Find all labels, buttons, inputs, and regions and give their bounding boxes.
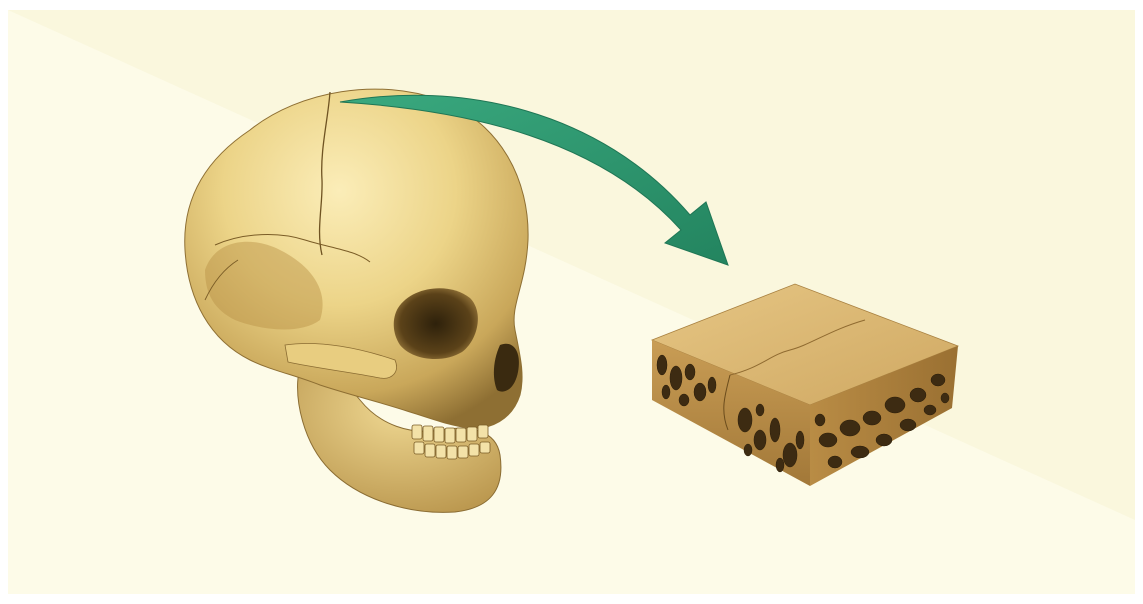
skull-eye-socket: [394, 288, 478, 359]
